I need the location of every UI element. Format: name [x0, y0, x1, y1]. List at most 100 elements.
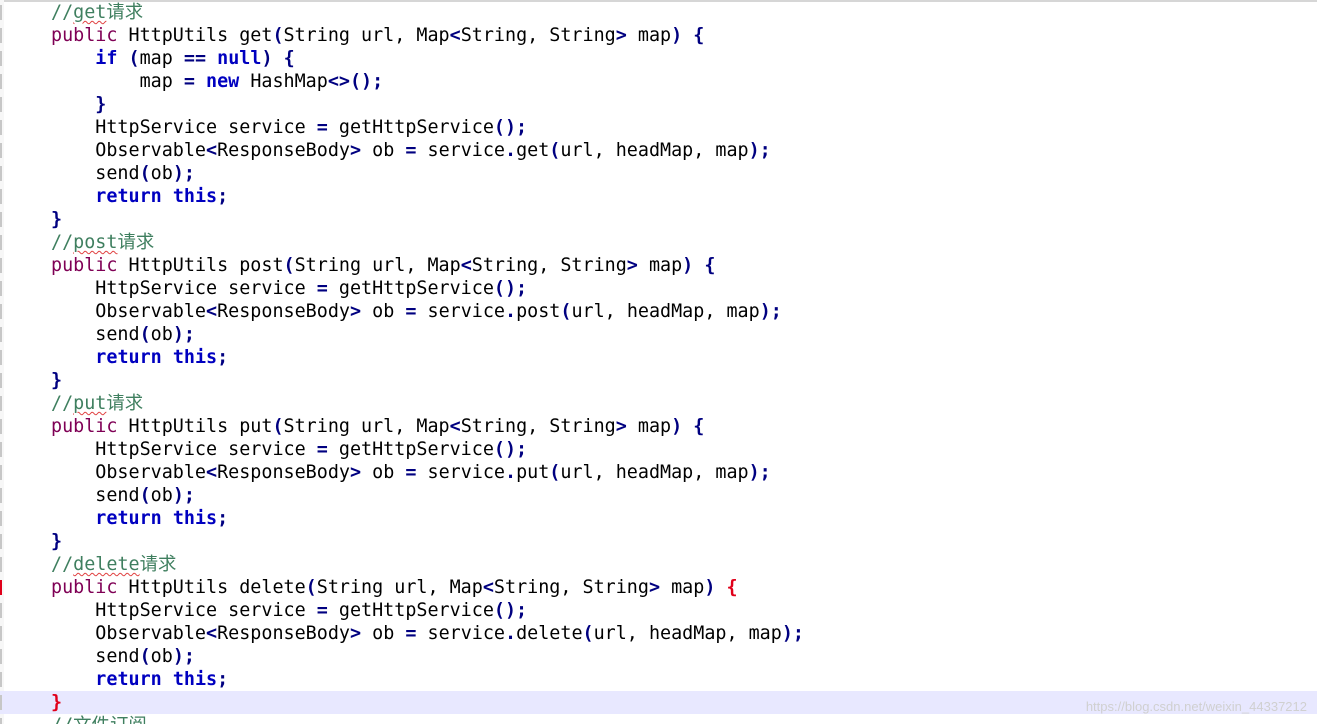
code-text: return this;: [51, 346, 228, 369]
code-token: 求: [124, 2, 144, 23]
line-marker: [0, 281, 2, 296]
code-line[interactable]: send(ob);: [0, 645, 1317, 668]
code-text: map = new HashMap<>();: [51, 70, 384, 93]
code-token: (: [139, 324, 151, 345]
code-token: );: [748, 140, 771, 161]
line-marker: [0, 120, 2, 135]
code-text: }: [51, 208, 62, 231]
code-line[interactable]: Observable<ResponseBody> ob = service.de…: [0, 622, 1317, 645]
code-token: put: [73, 393, 107, 414]
code-token: =: [316, 278, 328, 299]
code-token: [162, 347, 173, 368]
code-line[interactable]: //get请求: [0, 1, 1317, 24]
code-token: 订阅: [110, 715, 147, 724]
code-token: ): [671, 416, 683, 437]
code-token: ();: [493, 117, 528, 138]
code-token: [273, 48, 284, 69]
code-line[interactable]: //文件订阅: [0, 714, 1317, 724]
code-token: <: [206, 140, 218, 161]
code-token: (: [272, 416, 284, 437]
code-token: url, headMap, map: [560, 140, 749, 161]
line-marker: [0, 396, 2, 411]
code-text: send(ob);: [51, 323, 195, 346]
line-marker: [0, 51, 2, 66]
code-line[interactable]: Observable<ResponseBody> ob = service.ge…: [0, 139, 1317, 162]
code-token: ;: [217, 347, 229, 368]
code-token: String url, Map: [283, 416, 450, 437]
code-token: [51, 508, 95, 529]
code-text: //put请求: [51, 392, 143, 415]
code-line[interactable]: }: [0, 691, 1317, 714]
code-token: }: [51, 370, 63, 391]
code-line[interactable]: public HttpUtils get(String url, Map<Str…: [0, 24, 1317, 47]
code-token: {: [693, 25, 705, 46]
code-token: [162, 669, 173, 690]
line-marker: [0, 74, 2, 89]
code-text: send(ob);: [51, 645, 195, 668]
code-token: [682, 25, 693, 46]
code-token: post: [516, 301, 561, 322]
code-text: send(ob);: [51, 484, 195, 507]
line-marker: [0, 465, 2, 480]
code-token: );: [172, 485, 195, 506]
code-line[interactable]: return this;: [0, 507, 1317, 530]
code-token: return: [95, 347, 162, 368]
code-text: //delete请求: [51, 553, 176, 576]
code-line[interactable]: return this;: [0, 668, 1317, 691]
line-marker: [0, 442, 2, 457]
code-line[interactable]: return this;: [0, 185, 1317, 208]
code-token: =: [405, 623, 417, 644]
code-line[interactable]: HttpService service = getHttpService();: [0, 599, 1317, 622]
code-token: String url, Map: [294, 255, 461, 276]
code-token: );: [172, 646, 195, 667]
code-line[interactable]: //put请求: [0, 392, 1317, 415]
watermark: https://blog.csdn.net/weixin_44337212: [1085, 699, 1307, 714]
code-token: >: [648, 577, 661, 598]
code-line[interactable]: }: [0, 530, 1317, 553]
code-token: 请: [106, 2, 125, 23]
code-token: Observable: [51, 301, 207, 322]
code-token: //: [51, 715, 73, 724]
code-token: =: [316, 600, 328, 621]
code-token: =: [316, 439, 328, 460]
code-line[interactable]: //delete请求: [0, 553, 1317, 576]
code-token: [195, 71, 206, 92]
code-line[interactable]: Observable<ResponseBody> ob = service.pu…: [0, 461, 1317, 484]
code-line[interactable]: HttpService service = getHttpService();: [0, 438, 1317, 461]
code-token: String, String: [471, 255, 627, 276]
code-line[interactable]: if (map == null) {: [0, 47, 1317, 70]
code-line[interactable]: send(ob);: [0, 162, 1317, 185]
code-token: [51, 347, 95, 368]
code-line[interactable]: }: [0, 208, 1317, 231]
code-token: >: [349, 301, 362, 322]
line-marker: [0, 649, 2, 664]
code-line[interactable]: }: [0, 369, 1317, 392]
line-marker: [0, 695, 2, 710]
code-text: Observable<ResponseBody> ob = service.po…: [51, 300, 782, 323]
code-token: <: [449, 25, 461, 46]
code-line[interactable]: send(ob);: [0, 323, 1317, 346]
code-line[interactable]: public HttpUtils put(String url, Map<Str…: [0, 415, 1317, 438]
line-marker: [0, 488, 2, 503]
code-line[interactable]: HttpService service = getHttpService();: [0, 116, 1317, 139]
code-token: [162, 508, 173, 529]
code-token: <: [206, 462, 218, 483]
code-line[interactable]: //post请求: [0, 231, 1317, 254]
code-text: }: [51, 369, 62, 392]
code-line[interactable]: map = new HashMap<>();: [0, 70, 1317, 93]
code-token: send: [51, 646, 140, 667]
code-text: HttpService service = getHttpService();: [51, 277, 527, 300]
code-line[interactable]: Observable<ResponseBody> ob = service.po…: [0, 300, 1317, 323]
code-line[interactable]: send(ob);: [0, 484, 1317, 507]
code-token: send: [51, 324, 140, 345]
code-line[interactable]: public HttpUtils post(String url, Map<St…: [0, 254, 1317, 277]
code-line[interactable]: HttpService service = getHttpService();: [0, 277, 1317, 300]
code-line[interactable]: }: [0, 93, 1317, 116]
code-token: public: [51, 255, 118, 276]
code-text: }: [51, 530, 62, 553]
code-token: }: [51, 531, 63, 552]
code-line[interactable]: public HttpUtils delete(String url, Map<…: [0, 576, 1317, 599]
code-line[interactable]: return this;: [0, 346, 1317, 369]
code-token: {: [283, 48, 295, 69]
